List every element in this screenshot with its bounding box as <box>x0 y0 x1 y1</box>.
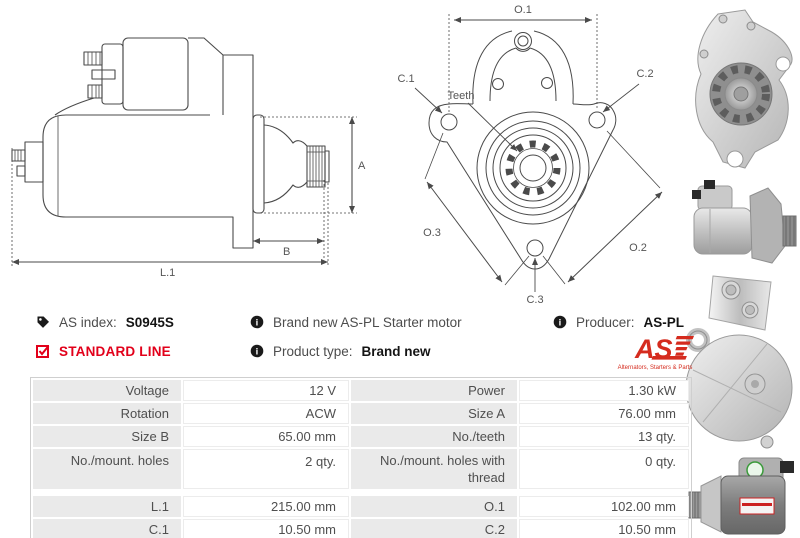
spec-table-wrapper: Voltage 12 V Power 1.30 kW Rotation ACW … <box>30 377 692 538</box>
spec-label: Rotation <box>33 403 181 424</box>
spec-label: No./mount. holes with thread <box>351 449 517 489</box>
product-description: Brand new AS-PL Starter motor <box>273 314 462 330</box>
spec-label: No./teeth <box>351 426 517 447</box>
spec-value: 12 V <box>183 380 349 401</box>
info-icon: i <box>250 315 264 329</box>
spec-label: L.1 <box>33 496 181 517</box>
spec-row-mount-holes: No./mount. holes 2 qty. No./mount. holes… <box>33 449 689 489</box>
producer-value: AS-PL <box>643 314 685 330</box>
spec-value: 76.00 mm <box>519 403 689 424</box>
spec-row-voltage-power: Voltage 12 V Power 1.30 kW <box>33 380 689 401</box>
dim-label-o3: O.3 <box>423 227 441 239</box>
product-photo-front[interactable] <box>683 2 800 177</box>
dim-label-c3: C.3 <box>526 294 543 305</box>
spec-label: C.1 <box>33 519 181 538</box>
spec-label: Power <box>351 380 517 401</box>
info-icon: i <box>553 315 567 329</box>
spec-value: 2 qty. <box>183 449 349 489</box>
spec-label: Size B <box>33 426 181 447</box>
dim-label-o2: O.2 <box>629 242 647 254</box>
producer-row: i Producer: AS-PL <box>553 313 703 331</box>
product-photo-side-labeled[interactable] <box>687 456 800 538</box>
info-column-left: AS index: S0945S STANDARD LINE <box>36 313 241 360</box>
dim-label-o1: O.1 <box>514 4 532 16</box>
spec-value: 0 qty. <box>519 449 689 489</box>
svg-text:i: i <box>256 317 259 328</box>
spec-value: 10.50 mm <box>519 519 689 538</box>
as-index-value: S0945S <box>125 314 174 330</box>
standard-line-label: STANDARD LINE <box>59 343 171 359</box>
spec-label: Voltage <box>33 380 181 401</box>
logo-tagline: Alternators, Starters & Parts <box>618 365 693 371</box>
spec-row-c1-c2: C.1 10.50 mm C.2 10.50 mm <box>33 519 689 538</box>
spec-value: 102.00 mm <box>519 496 689 517</box>
spec-value: ACW <box>183 403 349 424</box>
tag-icon <box>36 315 50 329</box>
technical-drawing-side-view: A B L.1 <box>11 37 366 279</box>
as-pl-logo: AS Alternators, Starters & Parts <box>618 334 694 371</box>
dim-label-a: A <box>358 160 366 172</box>
standard-line-row: STANDARD LINE <box>36 342 241 360</box>
as-index-label: AS index: <box>59 314 117 330</box>
product-type-row: i Product type: Brand new <box>250 342 510 360</box>
dim-label-b: B <box>283 246 290 258</box>
spec-value: 10.50 mm <box>183 519 349 538</box>
spec-row-sizeb-teeth: Size B 65.00 mm No./teeth 13 qty. <box>33 426 689 447</box>
spec-value: 215.00 mm <box>183 496 349 517</box>
product-type-value: Brand new <box>361 343 431 359</box>
checked-box-icon <box>36 344 50 358</box>
spec-label: Size A <box>351 403 517 424</box>
product-type-label: Product type: <box>273 343 353 359</box>
dim-label-c2: C.2 <box>636 68 653 80</box>
spec-label: O.1 <box>351 496 517 517</box>
dim-label-c1: C.1 <box>397 73 414 85</box>
producer-label: Producer: <box>576 314 635 330</box>
svg-text:i: i <box>256 346 259 357</box>
product-photo-side[interactable] <box>688 178 800 270</box>
technical-drawing-front-view: O.1 C.1 C.2 Teeth O.3 O.2 C.3 <box>397 4 663 305</box>
spec-value: 13 qty. <box>519 426 689 447</box>
spec-value: 65.00 mm <box>183 426 349 447</box>
spec-row-l1-o1: L.1 215.00 mm O.1 102.00 mm <box>33 496 689 517</box>
spec-label: No./mount. holes <box>33 449 181 489</box>
product-photo-back[interactable] <box>683 272 795 452</box>
spec-table: Voltage 12 V Power 1.30 kW Rotation ACW … <box>30 377 692 538</box>
dim-label-teeth: Teeth <box>448 90 475 102</box>
info-icon: i <box>250 344 264 358</box>
dim-label-l1: L.1 <box>160 267 175 279</box>
spec-spacer-row <box>33 491 689 494</box>
spec-label: C.2 <box>351 519 517 538</box>
spec-row-rotation-sizea: Rotation ACW Size A 76.00 mm <box>33 403 689 424</box>
description-row: i Brand new AS-PL Starter motor <box>250 313 510 331</box>
svg-text:i: i <box>559 317 562 328</box>
info-column-right: i Producer: AS-PL <box>553 313 703 331</box>
spec-value: 1.30 kW <box>519 380 689 401</box>
as-index-row: AS index: S0945S <box>36 313 241 331</box>
info-column-middle: i Brand new AS-PL Starter motor i Produc… <box>250 313 510 360</box>
